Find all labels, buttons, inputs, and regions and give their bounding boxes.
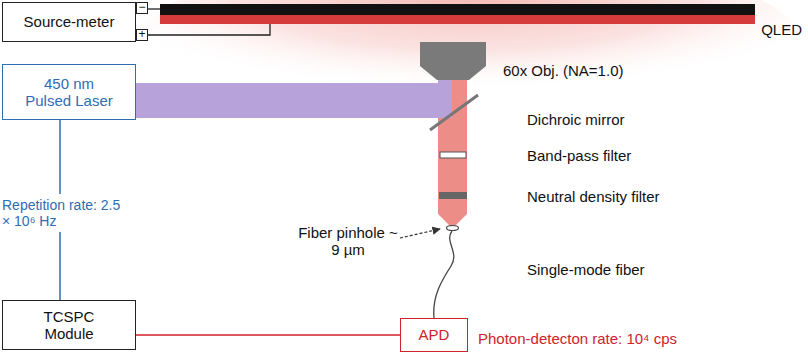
component-label: Band-pass filter — [527, 147, 727, 164]
electrode-layer — [160, 4, 755, 15]
connector-wire — [148, 24, 270, 35]
component-label: Single-mode fiber — [527, 261, 727, 278]
node-label: 450 nm Pulsed Laser — [23, 75, 115, 110]
node-label: QLED — [761, 21, 802, 38]
laser-box: 450 nm Pulsed Laser — [2, 64, 136, 120]
edge-label: Repetition rate: 2.5 × 10⁶ Hz — [2, 194, 127, 232]
instrument-box: Source-meter — [2, 2, 136, 42]
detector-box: APD — [400, 318, 468, 352]
component-label: Dichroic mirror — [527, 111, 727, 128]
rate-note: Photon-detecton rate: 10⁴ cps — [478, 330, 778, 347]
dichroic-mirror — [430, 95, 478, 130]
single-mode-fiber — [434, 231, 454, 318]
component-label: Neutral density filter — [527, 188, 747, 205]
nd-filter — [439, 192, 467, 199]
band-pass-filter — [440, 152, 466, 158]
qled-device: QLED — [160, 4, 805, 48]
component-label: 60x Obj. (NA=1.0) — [503, 62, 703, 79]
module-box: TCSPC Module — [2, 300, 136, 350]
laser-beam — [136, 83, 452, 118]
terminal-sign: − — [136, 2, 148, 14]
node-label: APD — [419, 326, 450, 343]
pointer-arrow — [400, 229, 440, 238]
connector-wire — [148, 8, 160, 9]
node-label: TCSPC Module — [23, 308, 115, 343]
laser-beam-up — [438, 78, 452, 118]
fiber-pinhole — [447, 226, 459, 231]
connector-wire — [136, 334, 400, 336]
component-label: Fiber pinhole ~ 9 µm — [298, 224, 398, 259]
objective-lens — [420, 42, 486, 80]
terminal-sign: + — [136, 29, 148, 41]
emission-beam — [438, 78, 467, 214]
node-label: Source-meter — [24, 13, 115, 30]
beam-focus — [438, 214, 467, 226]
emitting-layer — [160, 15, 755, 24]
